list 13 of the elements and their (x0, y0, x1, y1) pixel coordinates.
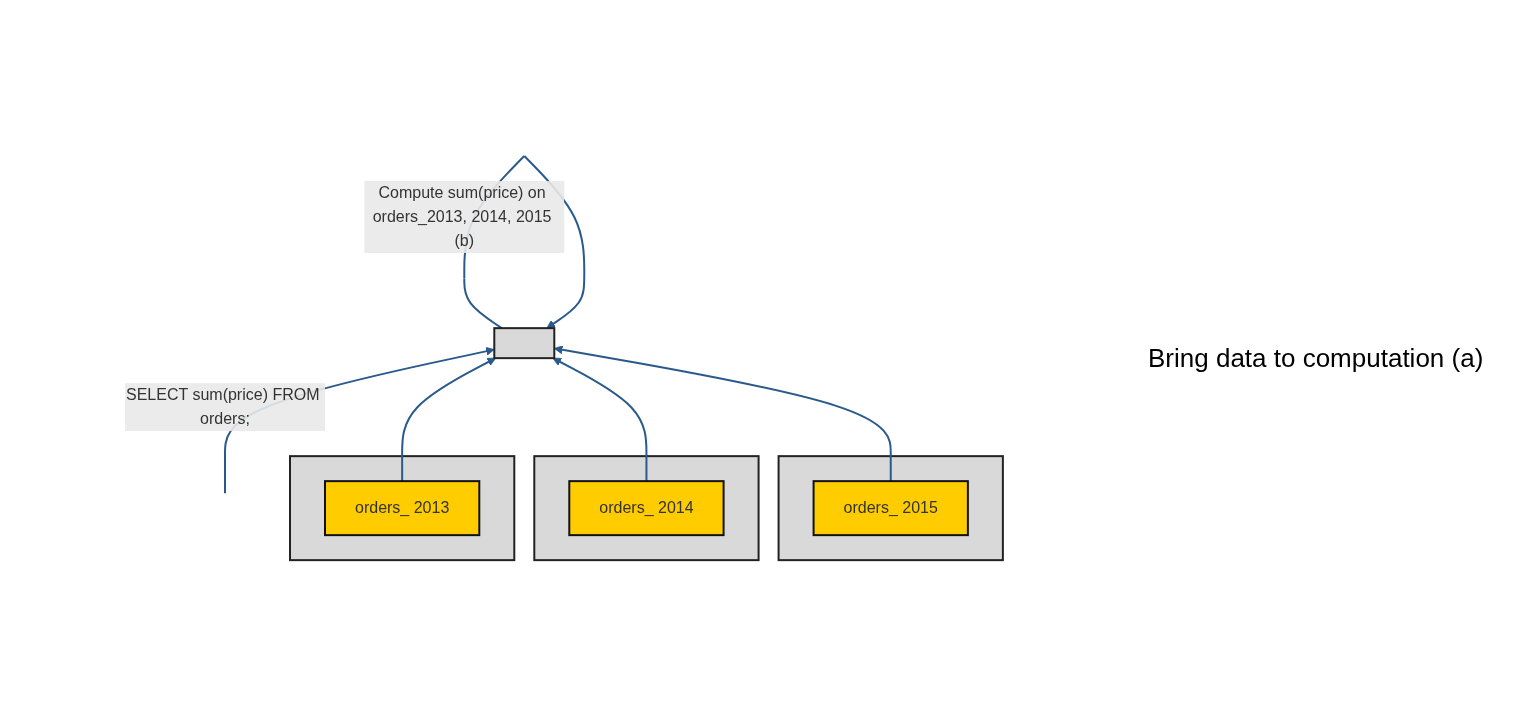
node-box: orders_ 2013 (324, 480, 481, 537)
cluster (777, 455, 1004, 562)
arrow (552, 358, 648, 483)
edge-label: Compute sum(price) on orders_2013, 2014, 2015 (b) (372, 184, 552, 250)
cluster (289, 455, 516, 562)
cluster (533, 455, 760, 562)
arrow (553, 345, 892, 483)
note-label: Bring data to computation (a) (1148, 343, 1485, 374)
node-box: orders_ 2015 (812, 480, 969, 537)
node-box (493, 327, 556, 360)
node-box: orders_ 2014 (568, 480, 725, 537)
edge-label: SELECT sum(price) FROM orders; (126, 386, 320, 428)
arrow (401, 358, 497, 483)
